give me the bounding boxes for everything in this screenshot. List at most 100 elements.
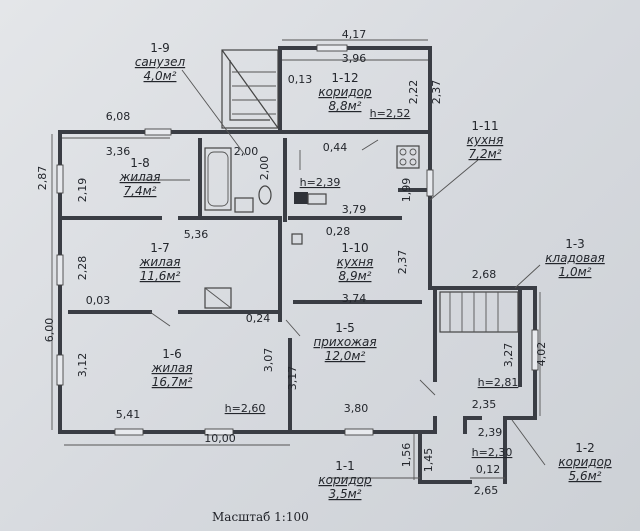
dimension-label: 4,02 (535, 342, 548, 367)
dimension-label: 1,45 (422, 448, 435, 473)
east-wall (428, 158, 437, 382)
dimension-label: 3,07 (262, 348, 275, 373)
door-swing (361, 139, 379, 151)
leader-lines (130, 69, 546, 479)
stair-line (229, 60, 270, 121)
corridor-1-2-walls (463, 416, 482, 434)
window (56, 254, 64, 286)
toilet (258, 185, 272, 205)
dimension-label: 4,17 (342, 28, 367, 41)
labels: 1-1коридор3,5м²1-2коридор5,6м²1-3кладова… (36, 28, 612, 501)
room-name: кухня (337, 255, 374, 269)
room-number: 1-7 (150, 241, 170, 255)
dimension-label: 2,22 (407, 80, 420, 105)
boiler-unit (307, 193, 327, 205)
room-area: 3,5м² (329, 487, 362, 501)
room-number: 1-1 (335, 459, 355, 473)
window (56, 354, 64, 386)
window (204, 428, 234, 436)
room-name: санузел (135, 55, 186, 69)
ceiling-height-label: h=2,60 (225, 402, 266, 415)
windows (56, 44, 539, 436)
fixtures (149, 49, 519, 396)
room-area: 7,4м² (124, 184, 157, 198)
room-area: 12,0м² (325, 349, 366, 363)
dimension-label: 2,87 (36, 166, 49, 191)
ceiling-height-label: h=2,52 (370, 107, 411, 120)
ceiling-height-label: h=2,30 (472, 446, 513, 459)
room-name: жилая (139, 255, 181, 269)
room-name: коридор (558, 455, 612, 469)
room-number: 1-3 (565, 237, 585, 251)
dimension-lines (51, 39, 541, 480)
corridor-1-12-walls (278, 46, 432, 162)
dimension-label: 2,00 (258, 156, 271, 181)
room-area: 4,0м² (144, 69, 177, 83)
room-number: 1-9 (150, 41, 170, 55)
corridor-1-1-walls (418, 430, 472, 484)
stair-line (221, 49, 279, 129)
room-number: 1-2 (575, 441, 595, 455)
room-area: 16,7м² (152, 375, 193, 389)
window (531, 329, 539, 371)
storage-stairs (439, 291, 519, 333)
dimension-label: 2,37 (396, 250, 409, 275)
dimension-label: 6,08 (106, 110, 131, 123)
dimension-label: 0,12 (476, 463, 501, 476)
room-area: 8,9м² (339, 269, 372, 283)
dimension-label: 0,28 (326, 225, 351, 238)
room-number: 1-5 (335, 321, 355, 335)
sink (234, 197, 254, 213)
dimension-label: 3,17 (286, 366, 299, 391)
room-area: 1,0м² (559, 265, 592, 279)
dimension-label: 3,79 (342, 203, 367, 216)
dimension-label: 3,80 (344, 402, 369, 415)
room-name: жилая (151, 361, 193, 375)
room-area: 5,6м² (569, 469, 602, 483)
dimension-label: 0,24 (246, 312, 271, 325)
room-name: прихожая (313, 335, 376, 349)
stove-chimney (204, 287, 232, 309)
door-swing (419, 379, 436, 396)
dimension-label: 2,65 (474, 484, 499, 497)
scale-caption: Масштаб 1:100 (212, 510, 309, 524)
dimension-label: 1,99 (400, 178, 413, 203)
window (144, 128, 172, 136)
room-name: жилая (119, 170, 161, 184)
dimension-label: 2,35 (472, 398, 497, 411)
bathtub (204, 147, 232, 211)
boiler (294, 192, 308, 204)
window (56, 164, 64, 194)
stove (396, 145, 420, 169)
room-area: 11,6м² (140, 269, 181, 283)
window (114, 428, 144, 436)
bathtub-inner (207, 151, 229, 207)
dimension-label: 2,39 (478, 426, 503, 439)
dimension-label: 2,19 (76, 178, 89, 203)
dimension-label: 0,03 (86, 294, 111, 307)
dimension-label: 2,68 (472, 268, 497, 281)
window (316, 44, 348, 52)
ceiling-height-label: h=2,81 (478, 376, 519, 389)
equipment-box (291, 233, 303, 245)
room-name: кладовая (545, 251, 605, 265)
outer-wall-bottom-right (288, 416, 437, 434)
window (344, 428, 374, 436)
staircase (221, 49, 279, 129)
room-number: 1-12 (331, 71, 358, 85)
room-name: кухня (467, 133, 504, 147)
room-name: коридор (318, 473, 372, 487)
dimension-label: 0,13 (288, 73, 313, 86)
door-swing (149, 311, 171, 327)
dimension-label: 6,00 (43, 318, 56, 343)
dimension-label: 2,00 (234, 145, 259, 158)
dimension-label: 5,41 (116, 408, 141, 421)
dimension-label: 3,36 (106, 145, 131, 158)
dimension-label: 0,44 (323, 141, 348, 154)
door-swing (285, 319, 301, 337)
window (426, 169, 434, 197)
dimension-label: 10,00 (204, 432, 236, 445)
room-name: коридор (318, 85, 372, 99)
